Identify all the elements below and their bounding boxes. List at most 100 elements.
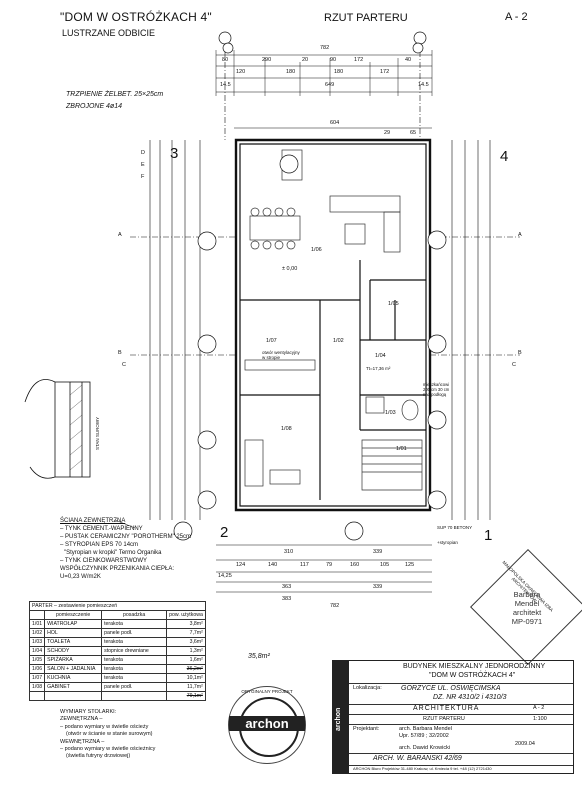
branch: ARCHITEKTURA bbox=[413, 705, 480, 712]
joinery-line: ZEWNĘTRZNA – bbox=[60, 716, 103, 723]
dim-text: 90 bbox=[330, 57, 337, 63]
dim-text: 79 bbox=[326, 562, 333, 568]
wall-spec-layer: – STYROPIAN EPS 70 14cm bbox=[60, 542, 139, 548]
section-mark-b-right: B bbox=[518, 350, 522, 356]
handwritten-note-reinforcement: ZBROJONE 4ø14 bbox=[66, 103, 123, 110]
dim-text: 140 bbox=[268, 562, 278, 568]
dim-text: 310 bbox=[284, 549, 294, 555]
dim-text: 14,25 bbox=[218, 573, 232, 579]
room-code: 1/05 bbox=[388, 301, 399, 307]
drawing-name: RZUT PARTERU bbox=[324, 12, 408, 24]
section-mark-a-right: A bbox=[518, 232, 522, 238]
dim-text: 80 bbox=[222, 57, 229, 63]
raw-state-label: STAN SUROWY bbox=[95, 416, 100, 450]
grid-label-d: D bbox=[141, 150, 145, 156]
section-mark-a-left: A bbox=[118, 232, 122, 238]
designer: arch. Barbara Mendel bbox=[399, 726, 452, 732]
room-code: 1/03 bbox=[385, 410, 396, 416]
dim-text: 40 bbox=[405, 57, 412, 63]
section-mark-b-left: B bbox=[118, 350, 122, 356]
dim-text: 14.5 bbox=[418, 82, 429, 88]
room-code: 1/08 bbox=[281, 426, 292, 432]
building-label: BUDYNEK MIESZKALNY JEDNORODZINNY bbox=[403, 663, 546, 670]
wall-spec-layer: U=0,23 W/m2K bbox=[60, 574, 101, 580]
archon-sidebar bbox=[333, 661, 349, 773]
joinery-title: WYMIARY STOLARKI: bbox=[60, 709, 117, 715]
dim-text: 339 bbox=[373, 584, 383, 590]
grid-label-4: 4 bbox=[500, 148, 509, 165]
wall-spec-layer: WSPÓŁCZYNNIK PRZENIKANIA CIEPŁA: bbox=[60, 566, 175, 572]
room-code: 1/01 bbox=[396, 446, 407, 452]
title-block-footer: ARCHON Biuro Projektów 31-480 Krakow, ul… bbox=[353, 766, 492, 771]
handwritten-note-pillars: TRZPIENIE ŻELBET. 25×25cm bbox=[66, 91, 164, 98]
date: 2009.04 bbox=[515, 741, 535, 747]
title-drawing: RZUT PARTERU bbox=[423, 716, 465, 722]
dim-text: 65 bbox=[410, 130, 417, 136]
joinery-line: (otwór w ścianie w stanie surowym) bbox=[66, 731, 153, 738]
col-header: posadzka bbox=[101, 610, 168, 620]
grid-label-f: F bbox=[141, 174, 145, 180]
dim-text: 363 bbox=[282, 584, 292, 590]
archon-ring-text: ORYGINALNY PROJEKT bbox=[241, 689, 293, 694]
joinery-line: (świetla futryny drzwiowej) bbox=[66, 753, 131, 760]
col-header bbox=[28, 610, 46, 620]
joinery-line: WEWNĘTRZNA – bbox=[60, 738, 105, 745]
mirror-note: LUSTRZANE ODBICIE bbox=[62, 28, 156, 38]
styrofoam-label: +styropian bbox=[437, 540, 458, 545]
dim-text: 180 bbox=[334, 69, 344, 75]
room-code: 1/07 bbox=[266, 338, 277, 344]
dim-text: 125 bbox=[405, 562, 415, 568]
dim-text: 782 bbox=[320, 45, 330, 51]
location-handwritten-1: GORZYCE UL. OŚWIĘCIMSKA bbox=[401, 685, 501, 692]
room-schedule-title: PARTER – zestawienie pomieszczeń bbox=[29, 601, 206, 611]
grid-label-3: 3 bbox=[170, 145, 179, 162]
room-code: 1/02 bbox=[333, 338, 344, 344]
building-name: "DOM W OSTRÓŻKACH 4" bbox=[429, 672, 516, 679]
room-code: 1/04 bbox=[375, 353, 386, 359]
table-total-row: 79,1m² bbox=[28, 691, 206, 701]
handwritten-area: 35,8m² bbox=[248, 653, 270, 660]
dim-text: 120 bbox=[236, 69, 246, 75]
dim-text: 29 bbox=[384, 130, 391, 136]
room-schedule: PARTER – zestawienie pomieszczeń pomiesz… bbox=[28, 601, 206, 701]
joinery-note: WYMIARY STOLARKI: ZEWNĘTRZNA – – podano … bbox=[60, 709, 210, 761]
designer-license: Upr. 57/89 ; 32/2002 bbox=[399, 733, 449, 739]
drafter: arch. Dawid Krowicki bbox=[399, 745, 451, 751]
col-header: pomieszczenie bbox=[44, 610, 103, 620]
dim-text: 172 bbox=[380, 69, 390, 75]
architect-name: Barbara Mendel bbox=[513, 590, 541, 608]
joinery-line: – podano wymiary w świetle ościeży bbox=[60, 723, 149, 730]
project-title: "DOM W OSTRÓŻKACH 4" bbox=[60, 10, 212, 24]
level-mark: ± 0,00 bbox=[282, 266, 298, 272]
scale: 1:100 bbox=[533, 716, 547, 722]
designer-label: Projektant: bbox=[353, 726, 380, 732]
pillar-label: SUP 70 BETONY bbox=[437, 525, 473, 530]
dim-text: 124 bbox=[236, 562, 246, 568]
grid-label-1: 1 bbox=[484, 527, 493, 544]
wall-spec-layer: – TYNK CIENKOWARSTWOWY bbox=[60, 558, 148, 564]
wall-spec-layer: – TYNK CEMENT.-WAPIENNY bbox=[60, 526, 143, 532]
room-code: 1/06 bbox=[311, 247, 322, 253]
grid-label-e: E bbox=[141, 162, 145, 168]
dim-text: 782 bbox=[330, 603, 340, 609]
dim-text: 383 bbox=[282, 596, 292, 602]
architect-title: architekt bbox=[512, 608, 542, 617]
dim-text: 20 bbox=[302, 57, 309, 63]
archon-sidebar-logo: archon bbox=[335, 707, 342, 731]
architect-details: Barbara Mendel architekt MP-0971 bbox=[504, 590, 550, 626]
dim-text: 290 bbox=[262, 57, 272, 63]
wall-spec: ŚCIANA ZEWNĘTRZNA – TYNK CEMENT.-WAPIENN… bbox=[60, 517, 230, 581]
wall-spec-layer: – PUSTAK CERAMICZNY "POROTHERM" 25cm bbox=[60, 534, 192, 540]
section-mark-c-left: C bbox=[122, 362, 126, 368]
dim-text: 117 bbox=[300, 562, 309, 568]
archon-stamp: ORYGINALNY PROJEKT archon bbox=[228, 686, 306, 764]
